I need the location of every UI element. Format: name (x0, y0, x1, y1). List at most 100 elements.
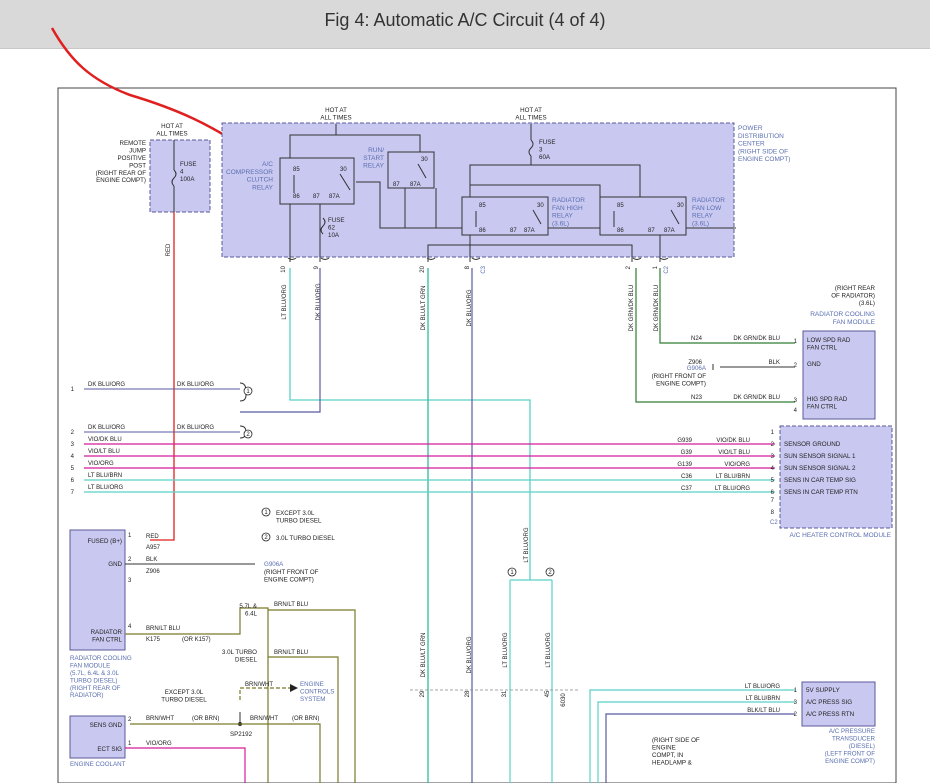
rcfm-pin-1: 1 (794, 339, 798, 345)
red-wire-label: RED (166, 243, 172, 256)
coolant-pin-1: 1 (128, 741, 132, 747)
or-brn-1: (OR BRN) (192, 716, 219, 722)
pdc-connector-pin-8: 8 (465, 265, 471, 269)
wire-label-dk-grn-dk-blu-2: DK GRN/DK BLU (654, 285, 660, 332)
connector-c3: C3 (481, 265, 487, 273)
fuse3-out-low (531, 164, 641, 197)
pdc-connector-pin-9: 9 (314, 265, 320, 269)
rcfm2-k157: (OR K157) (182, 637, 211, 643)
wire-label-dk-grn-dk-blu: DK GRN/DK BLU (629, 285, 635, 332)
dk-blu-org-wire (240, 268, 321, 413)
brn-wht-label-1: BRN/WHT (146, 716, 174, 722)
note-marker-2 (261, 532, 271, 542)
rcfm-wire-2: BLK (769, 360, 780, 366)
vio-org-coolant-wire (125, 747, 246, 783)
lt-blu-org-lower-2-label: LT BLU/ORG (546, 632, 552, 667)
note-marker-2b (545, 567, 555, 577)
hvac-wire-6: LT BLU/ORG (715, 486, 750, 492)
transducer-pin-3: 3 (794, 700, 798, 706)
sp2192-label: SP2192 (230, 731, 253, 738)
note-marker-1-text: 1 (264, 510, 268, 516)
brn-wht-label-2: BRN/WHT (250, 716, 278, 722)
note-marker-1b-text: 1 (510, 570, 514, 576)
note-marker-2a-text: 2 (246, 432, 250, 438)
rcfm-circuit-1: N24 (691, 336, 703, 342)
pdc-connector-pin-2: 2 (626, 265, 632, 269)
hvac-pin-label-4: SUN SENSOR SIGNAL 2 (784, 465, 856, 472)
pdc-connector-pin-20: 20 (420, 265, 426, 272)
fuse4-symbol (171, 169, 177, 187)
transducer-wire-line-2 (605, 713, 795, 783)
hvac-pin-label-2: SENSOR GROUND (784, 441, 841, 448)
connector-6030: 6030 (561, 693, 567, 707)
ac-pin-87: 87 (313, 194, 320, 200)
rcfm-pin-label-2: GND (807, 361, 821, 368)
jump-post-fuse-box (149, 139, 211, 213)
left-row-wire-label-3: VIO/DK BLU (88, 437, 122, 443)
brn-wht-ecs (239, 687, 290, 700)
rl-pin-86: 86 (617, 228, 624, 234)
dk-blu-org-lower: DK BLU/ORG (467, 636, 473, 673)
note-marker-1a (243, 386, 253, 396)
left-row-wire2-label-2: DK BLU/ORG (177, 425, 214, 431)
hvac-pin-6: 6 (771, 490, 775, 496)
hot-feed-runstart (336, 134, 421, 152)
rh-pin-87a: 87A (524, 228, 535, 234)
left-row-wire2-label-1: DK BLU/ORG (177, 382, 214, 388)
rcfm-wire-1: DK GRN/DK BLU (733, 336, 780, 342)
hvac-pin-2: 2 (771, 442, 775, 448)
engine-coolant-sensor (69, 715, 126, 759)
rl-pin-87: 87 (648, 228, 655, 234)
engine-coolant-label: ENGINE COOLANT (70, 761, 126, 768)
note-marker-2b-text: 2 (548, 570, 552, 576)
hvac-pin-label-5: SENS IN CAR TEMP SIG (784, 477, 856, 484)
ac-pin-86: 86 (293, 194, 300, 200)
connector-pin-28: 28 (465, 690, 471, 697)
note-marker-2-text: 2 (264, 535, 268, 541)
rcfm2-pin-1: 1 (128, 533, 132, 539)
rcfm2-red: RED (146, 534, 159, 540)
transducer-wire-line-1 (589, 689, 795, 783)
ac-pin-85: 85 (293, 167, 300, 173)
ac-to-runstart (356, 181, 405, 229)
note-marker-1b (507, 567, 517, 577)
radiator-fan-high-relay (461, 196, 549, 236)
ac-switch (339, 173, 351, 191)
coolant-pin-2: 2 (128, 717, 132, 723)
rcfm-circuit-3: N23 (691, 395, 703, 401)
figure-title: Fig 4: Automatic A/C Circuit (4 of 4) (324, 10, 606, 30)
rl-pin-87a: 87A (664, 228, 675, 234)
coolant-vio-org: VIO/ORG (146, 741, 172, 747)
n24-wire (659, 268, 795, 344)
rcfm-circuit-2: Z906 (688, 360, 702, 366)
brn-wht-wire (130, 723, 321, 783)
rcfm2-brn-lt-blu: BRN/LT BLU (146, 626, 180, 632)
rcfm2-gnd: GND (108, 561, 122, 568)
ac-pin-30: 30 (340, 167, 347, 173)
wire-label-lt-blu-org: LT BLU/ORG (282, 284, 288, 319)
left-row-num-7: 7 (71, 490, 75, 496)
hvac-pin-1: 1 (771, 430, 775, 436)
left-row-num-2: 2 (71, 430, 75, 436)
connector-chevron (426, 257, 436, 260)
rcfm-pin-3: 3 (794, 398, 798, 404)
rcfm2-z906: Z906 (146, 569, 160, 575)
left-row-num-6: 6 (71, 478, 75, 484)
hvac-module-name: A/C HEATER CONTROL MODULE (790, 532, 892, 539)
